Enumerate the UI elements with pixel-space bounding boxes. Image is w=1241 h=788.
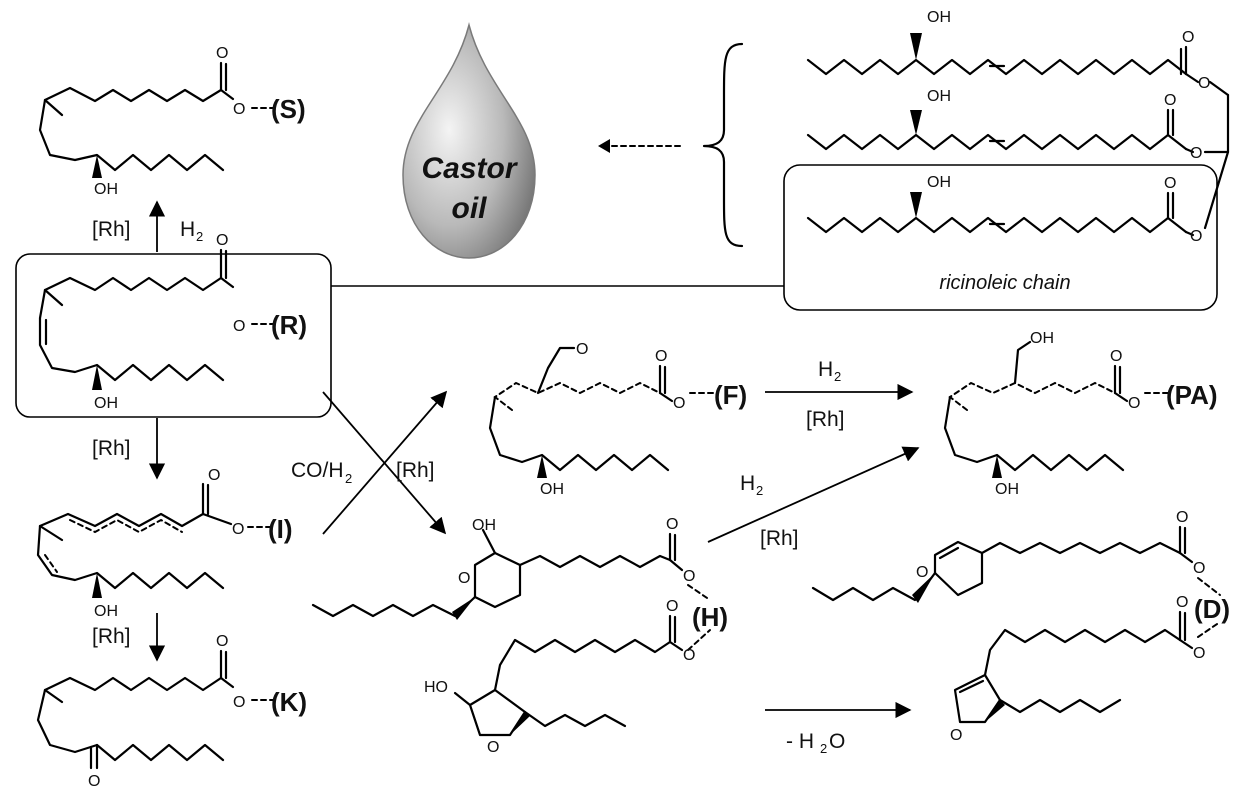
- svg-text:2: 2: [820, 741, 827, 756]
- svg-text:O: O: [1193, 645, 1205, 662]
- svg-text:O: O: [1198, 75, 1210, 92]
- svg-text:OH: OH: [94, 181, 118, 198]
- compound-h: OH O O O (H) HO O O O: [311, 516, 728, 756]
- svg-text:OH: OH: [927, 88, 951, 105]
- label-S: (S): [271, 94, 306, 124]
- ricinoleic-chain-label: ricinoleic chain: [939, 272, 1070, 294]
- svg-text:OH: OH: [472, 517, 496, 534]
- svg-text:O: O: [216, 45, 228, 62]
- svg-text:O: O: [1176, 594, 1188, 611]
- svg-text:OH: OH: [540, 481, 564, 498]
- svg-text:O: O: [576, 341, 588, 358]
- svg-text:O: O: [673, 395, 685, 412]
- compound-s: O O OH (S): [38, 45, 306, 198]
- label-PA: (PA): [1166, 380, 1218, 410]
- svg-text:O: O: [1182, 29, 1194, 46]
- svg-text:O: O: [916, 564, 928, 581]
- brace: [702, 42, 744, 248]
- label-K: (K): [271, 687, 307, 717]
- svg-text:O: O: [666, 598, 678, 615]
- svg-text:O: O: [1193, 560, 1205, 577]
- svg-text:2: 2: [345, 471, 352, 486]
- svg-text:[Rh]: [Rh]: [760, 527, 799, 550]
- svg-text:O: O: [683, 647, 695, 664]
- svg-text:HO: HO: [424, 679, 448, 696]
- svg-text:OH: OH: [94, 603, 118, 620]
- label-F: (F): [714, 380, 747, 410]
- svg-text:O: O: [216, 633, 228, 650]
- svg-text:O: O: [1128, 395, 1140, 412]
- label-D: (D): [1194, 594, 1230, 624]
- svg-text:O: O: [232, 521, 244, 538]
- svg-text:H: H: [740, 472, 755, 495]
- svg-text:O: O: [1190, 145, 1202, 162]
- svg-text:O: O: [216, 232, 228, 249]
- svg-text:2: 2: [756, 483, 763, 498]
- arrow-h-to-pa: [707, 446, 920, 543]
- label-I: (I): [268, 514, 293, 544]
- svg-text:O: O: [1164, 175, 1176, 192]
- label-H: (H): [692, 602, 728, 632]
- compound-k: O O O (K): [36, 633, 307, 788]
- svg-text:O: O: [233, 318, 245, 335]
- svg-text:O: O: [950, 727, 962, 744]
- svg-text:O: O: [1110, 348, 1122, 365]
- svg-text:H: H: [818, 358, 833, 381]
- svg-text:[Rh]: [Rh]: [396, 459, 435, 482]
- triglyceride-structure: OH O O OH O O OH O O: [806, 9, 1230, 245]
- svg-text:OH: OH: [94, 395, 118, 412]
- compound-r-box: [15, 253, 332, 418]
- svg-text:O: O: [233, 101, 245, 118]
- svg-text:O: O: [655, 348, 667, 365]
- svg-text:OH: OH: [995, 481, 1019, 498]
- svg-text:[Rh]: [Rh]: [92, 625, 131, 648]
- compound-d: O O O (D) O O O: [811, 509, 1230, 744]
- svg-text:O: O: [233, 694, 245, 711]
- svg-text:OH: OH: [927, 174, 951, 191]
- svg-text:2: 2: [196, 229, 203, 244]
- svg-text:[Rh]: [Rh]: [806, 408, 845, 431]
- svg-text:CO/H: CO/H: [291, 459, 344, 482]
- svg-text:O: O: [88, 773, 100, 788]
- svg-text:O: O: [208, 467, 220, 484]
- compound-i: O O OH (I): [36, 467, 293, 620]
- drop-label-line1: Castor: [421, 152, 518, 185]
- svg-text:OH: OH: [927, 9, 951, 26]
- svg-text:- H: - H: [786, 730, 814, 753]
- svg-text:O: O: [487, 739, 499, 756]
- svg-text:H: H: [180, 218, 195, 241]
- svg-text:O: O: [1190, 228, 1202, 245]
- castor-oil-drop: Castor oil: [402, 22, 536, 259]
- svg-text:O: O: [458, 570, 470, 587]
- arrow-i-to-f: [322, 390, 448, 535]
- svg-text:[Rh]: [Rh]: [92, 437, 131, 460]
- compound-pa: OH O O OH (PA): [943, 330, 1218, 498]
- drop-label-line2: oil: [452, 192, 488, 225]
- svg-text:O: O: [1164, 92, 1176, 109]
- svg-text:2: 2: [834, 369, 841, 384]
- svg-text:O: O: [683, 568, 695, 585]
- compound-r: O O OH (R): [38, 232, 307, 412]
- svg-text:[Rh]: [Rh]: [92, 218, 131, 241]
- compound-f: O O O OH (F): [488, 341, 747, 498]
- dotted-arrow-head: [598, 139, 610, 153]
- ricinoleic-chain-box: [783, 164, 1218, 311]
- label-R: (R): [271, 310, 307, 340]
- svg-text:OH: OH: [1030, 330, 1054, 347]
- svg-text:O: O: [829, 730, 845, 753]
- svg-text:O: O: [1176, 509, 1188, 526]
- svg-text:O: O: [666, 516, 678, 533]
